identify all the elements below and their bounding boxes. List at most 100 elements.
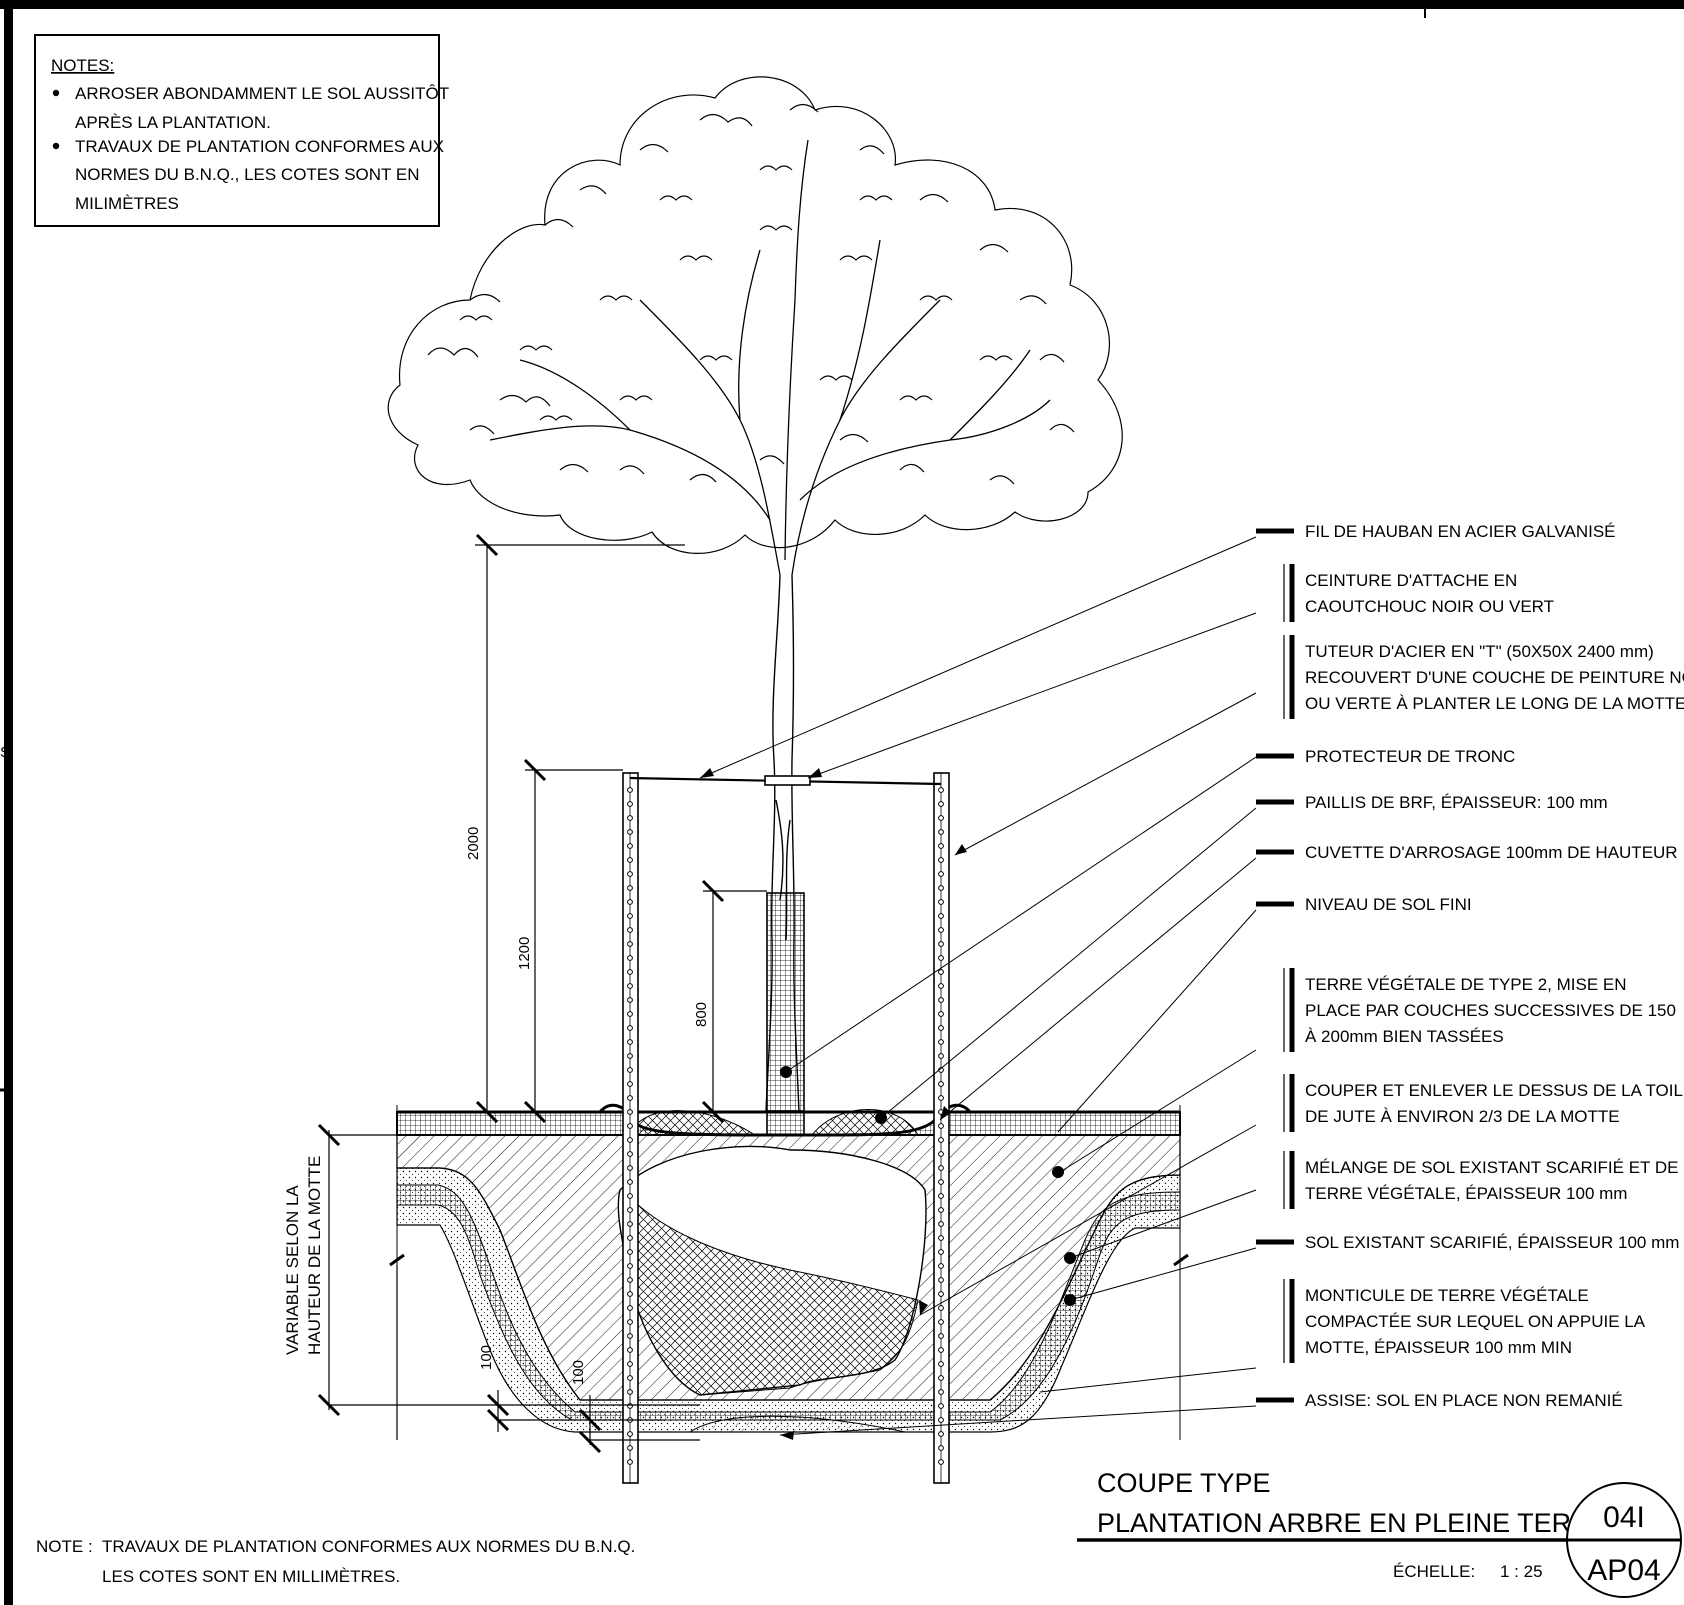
stake-hole xyxy=(938,871,944,877)
dim-variable-line-1: VARIABLE SELON LA xyxy=(283,1185,302,1355)
stake-hole xyxy=(938,1025,944,1031)
stake-hole xyxy=(938,1123,944,1129)
dim-2000: 2000 xyxy=(465,827,482,860)
callout-soil-mix-line-1: MÉLANGE DE SOL EXISTANT SCARIFIÉ ET DE xyxy=(1305,1158,1678,1177)
stake-hole xyxy=(627,955,633,961)
callout-t-stake-line-3: OU VERTE À PLANTER LE LONG DE LA MOTTE xyxy=(1305,694,1684,713)
stake-hole xyxy=(627,829,633,835)
stake-hole xyxy=(938,1375,944,1381)
stake-hole xyxy=(627,1375,633,1381)
stake-hole xyxy=(627,843,633,849)
stake-hole xyxy=(627,1193,633,1199)
stake-hole xyxy=(627,1067,633,1073)
stake-hole xyxy=(938,885,944,891)
stake-hole xyxy=(627,1039,633,1045)
stake-hole xyxy=(627,1025,633,1031)
stake-hole xyxy=(938,1081,944,1087)
callout-t-stake-line-2: RECOUVERT D'UNE COUCHE DE PEINTURE NOIR xyxy=(1305,668,1684,687)
stake-hole xyxy=(627,969,633,975)
compacted-mound xyxy=(688,1415,906,1433)
stake-hole xyxy=(938,1039,944,1045)
stake-hole xyxy=(627,787,633,793)
callout-burlap-line-1: COUPER ET ENLEVER LE DESSUS DE LA TOILE xyxy=(1305,1081,1684,1100)
detail-number: 04I xyxy=(1603,1501,1645,1534)
stake-hole xyxy=(938,1179,944,1185)
stake-hole xyxy=(627,1053,633,1059)
stake-hole xyxy=(938,997,944,1003)
stake-hole xyxy=(627,1431,633,1437)
bottom-note: NOTE : TRAVAUX DE PLANTATION CONFORMES A… xyxy=(36,1537,635,1586)
stake-hole xyxy=(627,815,633,821)
stake-hole xyxy=(627,1137,633,1143)
callout-mound-line-1: MONTICULE DE TERRE VÉGÉTALE xyxy=(1305,1286,1589,1305)
callout-mound-line-2: COMPACTÉE SUR LEQUEL ON APPUIE LA xyxy=(1305,1312,1646,1331)
sheet-number: AP04 xyxy=(1587,1554,1660,1587)
notes-heading: NOTES: xyxy=(51,56,114,75)
stake-hole xyxy=(938,941,944,947)
stake-hole xyxy=(938,1193,944,1199)
stake-hole xyxy=(627,1235,633,1241)
callout-scarified-soil-line-1: SOL EXISTANT SCARIFIÉ, ÉPAISSEUR 100 mm xyxy=(1305,1233,1679,1252)
stake-hole xyxy=(938,1319,944,1325)
trunk-protector xyxy=(766,892,805,1136)
callout-finished-grade-line-1: NIVEAU DE SOL FINI xyxy=(1305,895,1472,914)
stake-hole xyxy=(938,1291,944,1297)
stake-hole xyxy=(938,1389,944,1395)
notes-item-2-line-1: TRAVAUX DE PLANTATION CONFORMES AUX xyxy=(75,137,444,156)
stake-hole xyxy=(938,815,944,821)
title-block: COUPE TYPE PLANTATION ARBRE EN PLEINE TE… xyxy=(1077,1468,1682,1598)
stake-hole xyxy=(938,843,944,849)
edge-fragment: S. xyxy=(0,744,14,761)
stake-hole xyxy=(938,1249,944,1255)
stake-hole xyxy=(627,1403,633,1409)
callout-guy-wire-line-1: FIL DE HAUBAN EN ACIER GALVANISÉ xyxy=(1305,522,1616,541)
callout-mulch-line-1: PAILLIS DE BRF, ÉPAISSEUR: 100 mm xyxy=(1305,793,1608,812)
callout-topsoil-line-1: TERRE VÉGÉTALE DE TYPE 2, MISE EN xyxy=(1305,975,1627,994)
stake-hole xyxy=(627,1263,633,1269)
stake-hole xyxy=(938,1207,944,1213)
stake-hole xyxy=(938,1277,944,1283)
stake-hole xyxy=(627,983,633,989)
stake-hole xyxy=(938,1053,944,1059)
stake-hole xyxy=(627,1459,633,1465)
notes-bullet-2 xyxy=(52,142,60,150)
stake-hole xyxy=(627,1249,633,1255)
notes-item-2-line-2: NORMES DU B.N.Q., LES COTES SONT EN xyxy=(75,165,419,184)
stake-hole xyxy=(938,1333,944,1339)
stake-hole xyxy=(627,913,633,919)
mulch-right xyxy=(810,1109,919,1136)
stake-hole xyxy=(938,899,944,905)
stake-hole xyxy=(627,1151,633,1157)
stake-hole xyxy=(627,1165,633,1171)
stake-hole xyxy=(627,1207,633,1213)
stake-hole xyxy=(627,1361,633,1367)
callout-watering-basin-line-1: CUVETTE D'ARROSAGE 100mm DE HAUTEUR xyxy=(1305,843,1678,862)
callout-trunk-guard-line-1: PROTECTEUR DE TRONC xyxy=(1305,747,1515,766)
stake-hole xyxy=(627,1011,633,1017)
tree-canopy xyxy=(387,76,1123,554)
stake-hole xyxy=(938,1417,944,1423)
dim-variable-line-2: HAUTEUR DE LA MOTTE xyxy=(305,1156,324,1355)
stake-hole xyxy=(627,1333,633,1339)
stake-hole xyxy=(627,857,633,863)
stake-hole xyxy=(938,857,944,863)
stake-hole xyxy=(938,801,944,807)
stake-hole xyxy=(938,913,944,919)
stake-hole xyxy=(938,829,944,835)
title-line-1: COUPE TYPE xyxy=(1097,1468,1271,1498)
stake-hole xyxy=(938,1263,944,1269)
dimension-ticks xyxy=(317,533,1189,1454)
notes-bullet-1 xyxy=(52,89,60,97)
stake-hole xyxy=(627,1095,633,1101)
callout-t-stake-line-1: TUTEUR D'ACIER EN "T" (50X50X 2400 mm) xyxy=(1305,642,1654,661)
stake-hole xyxy=(627,941,633,947)
stake-hole xyxy=(938,1347,944,1353)
scale-label: ÉCHELLE: xyxy=(1393,1562,1475,1581)
notes-item-1-line-2: APRÈS LA PLANTATION. xyxy=(75,113,271,132)
stake-hole xyxy=(627,1123,633,1129)
stake-hole xyxy=(627,1109,633,1115)
bottom-note-line-1: TRAVAUX DE PLANTATION CONFORMES AUX NORM… xyxy=(102,1537,635,1556)
stake-hole xyxy=(627,927,633,933)
callout-topsoil-line-2: PLACE PAR COUCHES SUCCESSIVES DE 150 xyxy=(1305,1001,1676,1020)
